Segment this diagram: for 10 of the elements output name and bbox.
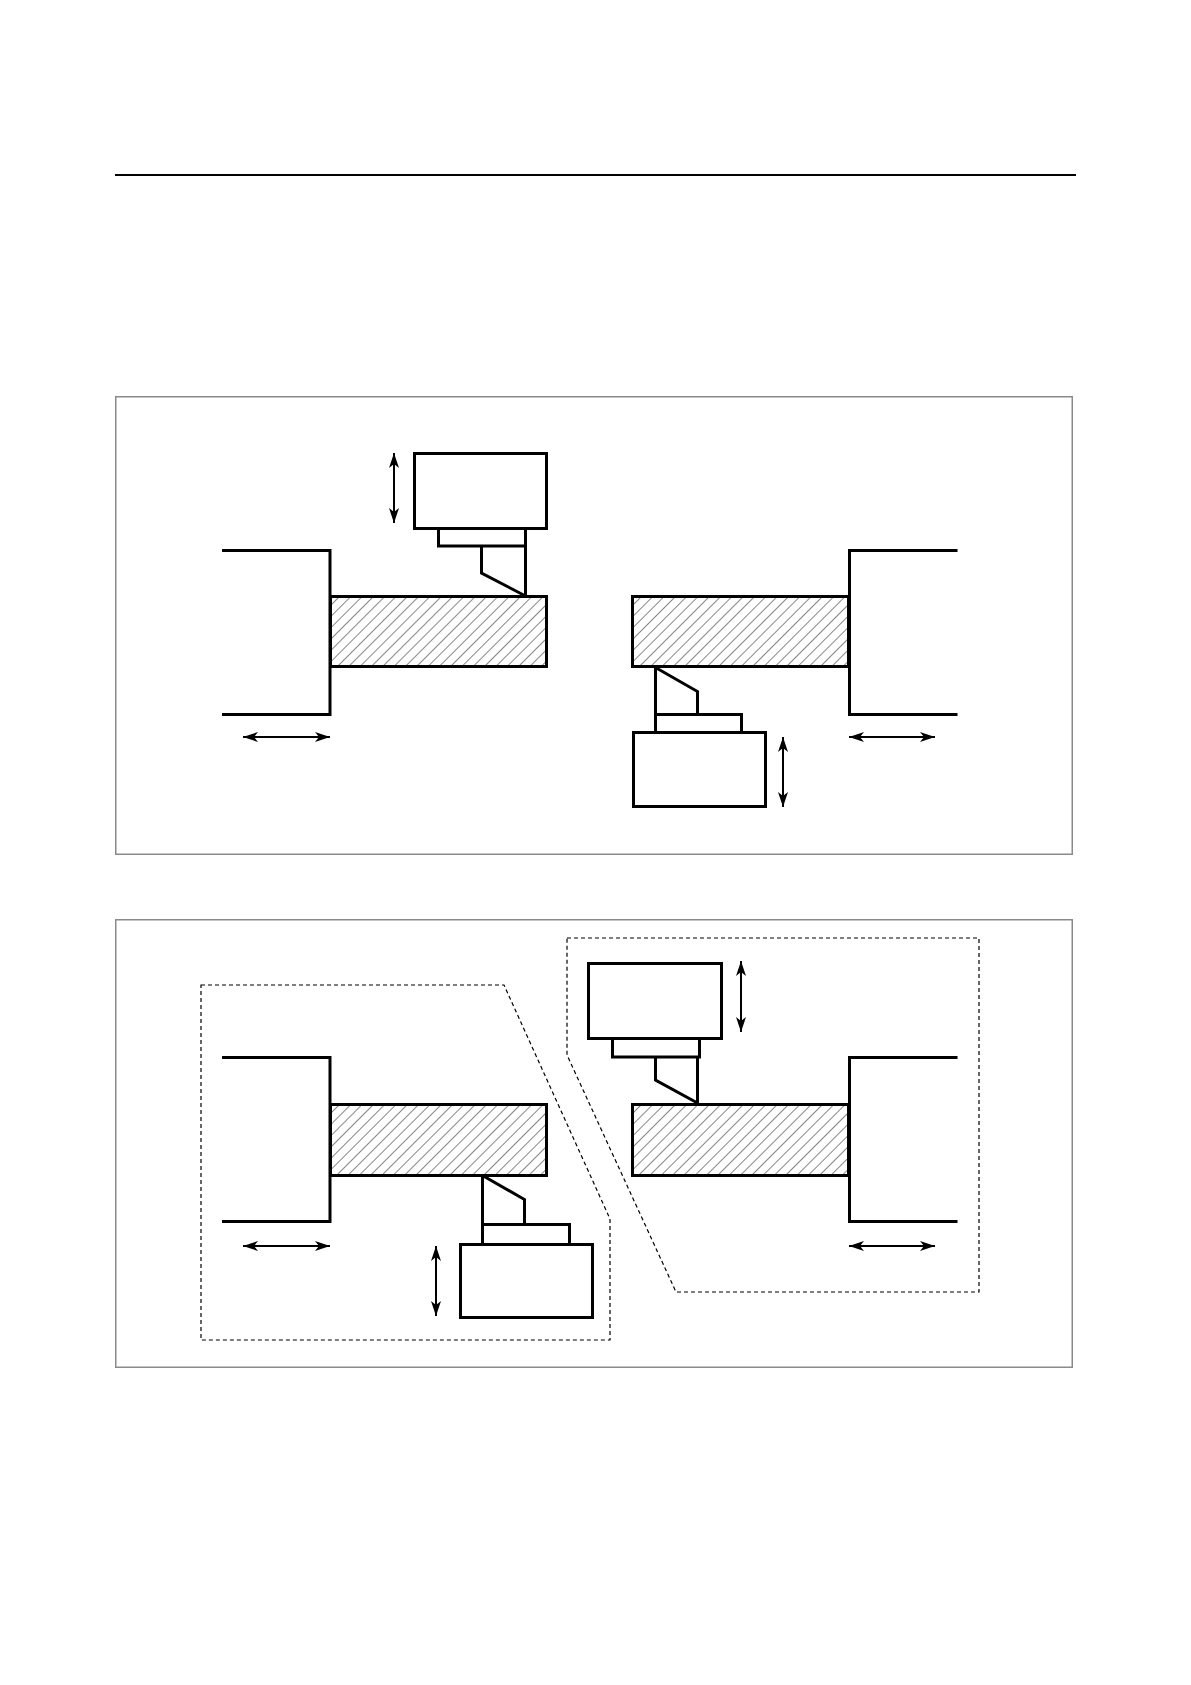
tool-holder-block [412, 451, 548, 530]
tool-holder-block [458, 1242, 594, 1319]
dashed-region-outline [566, 937, 980, 1293]
figure-panel [115, 919, 1073, 1368]
tool-holder-block [631, 730, 767, 808]
figure-panel [115, 396, 1073, 855]
tool-holder-block [586, 961, 723, 1040]
hatched-workpiece [630, 594, 850, 668]
hatched-workpiece [630, 1102, 850, 1177]
dashed-region-outline [200, 984, 611, 1341]
